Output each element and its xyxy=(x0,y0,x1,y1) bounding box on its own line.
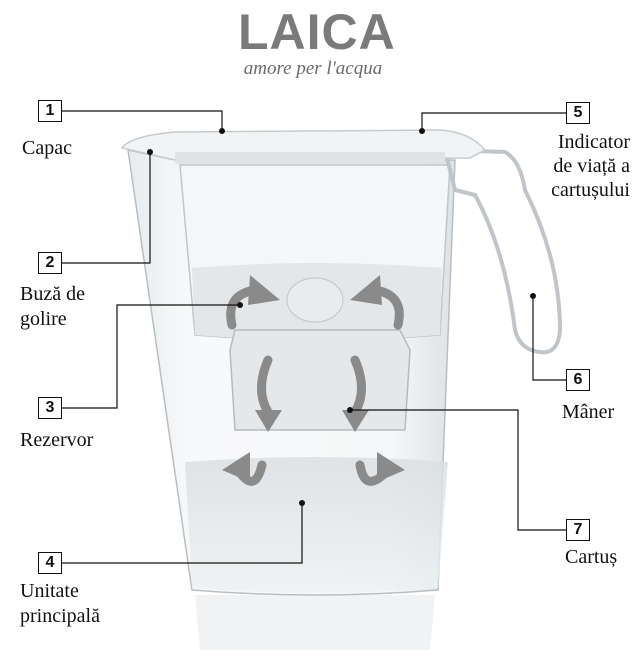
logo-tagline: amore per l'acqua xyxy=(243,58,383,79)
label-line: golire xyxy=(20,308,67,330)
label-line: cartușului xyxy=(551,179,630,201)
label-cartus: Cartuș xyxy=(565,546,618,568)
leader-dots xyxy=(147,128,536,506)
callout-number-4: 4 xyxy=(38,552,62,574)
label-unitate-principala: Unitate principală xyxy=(20,579,100,629)
callout-number-3: 3 xyxy=(38,397,62,419)
label-line: Indicator xyxy=(557,131,630,153)
callout-number-7: 7 xyxy=(566,519,590,541)
logo-brand: LAICA xyxy=(238,4,396,60)
callout-number-5: 5 xyxy=(566,102,590,124)
label-buza-de-golire: Buză de golire xyxy=(20,282,85,332)
cartridge xyxy=(229,329,411,431)
reflection xyxy=(195,595,435,650)
label-rezervor: Rezervor xyxy=(20,429,94,451)
laica-logo: LAICA amore per l'acqua xyxy=(238,4,396,80)
callout-number-6: 6 xyxy=(566,369,590,391)
leader-lines xyxy=(62,110,566,564)
label-capac: Capac xyxy=(22,137,72,159)
callout-number-2: 2 xyxy=(38,252,62,274)
label-indicator: Indicator de viață a cartușului xyxy=(551,130,630,202)
label-line: Buză de xyxy=(20,283,85,305)
arrow-heads xyxy=(222,275,405,482)
label-line: de viață a xyxy=(553,155,630,177)
handle xyxy=(442,147,563,355)
label-line: Unitate xyxy=(20,580,79,602)
label-maner: Mâner xyxy=(562,401,615,423)
callout-number-1: 1 xyxy=(38,100,62,122)
label-line: principală xyxy=(20,605,100,627)
filtered-water xyxy=(185,457,448,593)
